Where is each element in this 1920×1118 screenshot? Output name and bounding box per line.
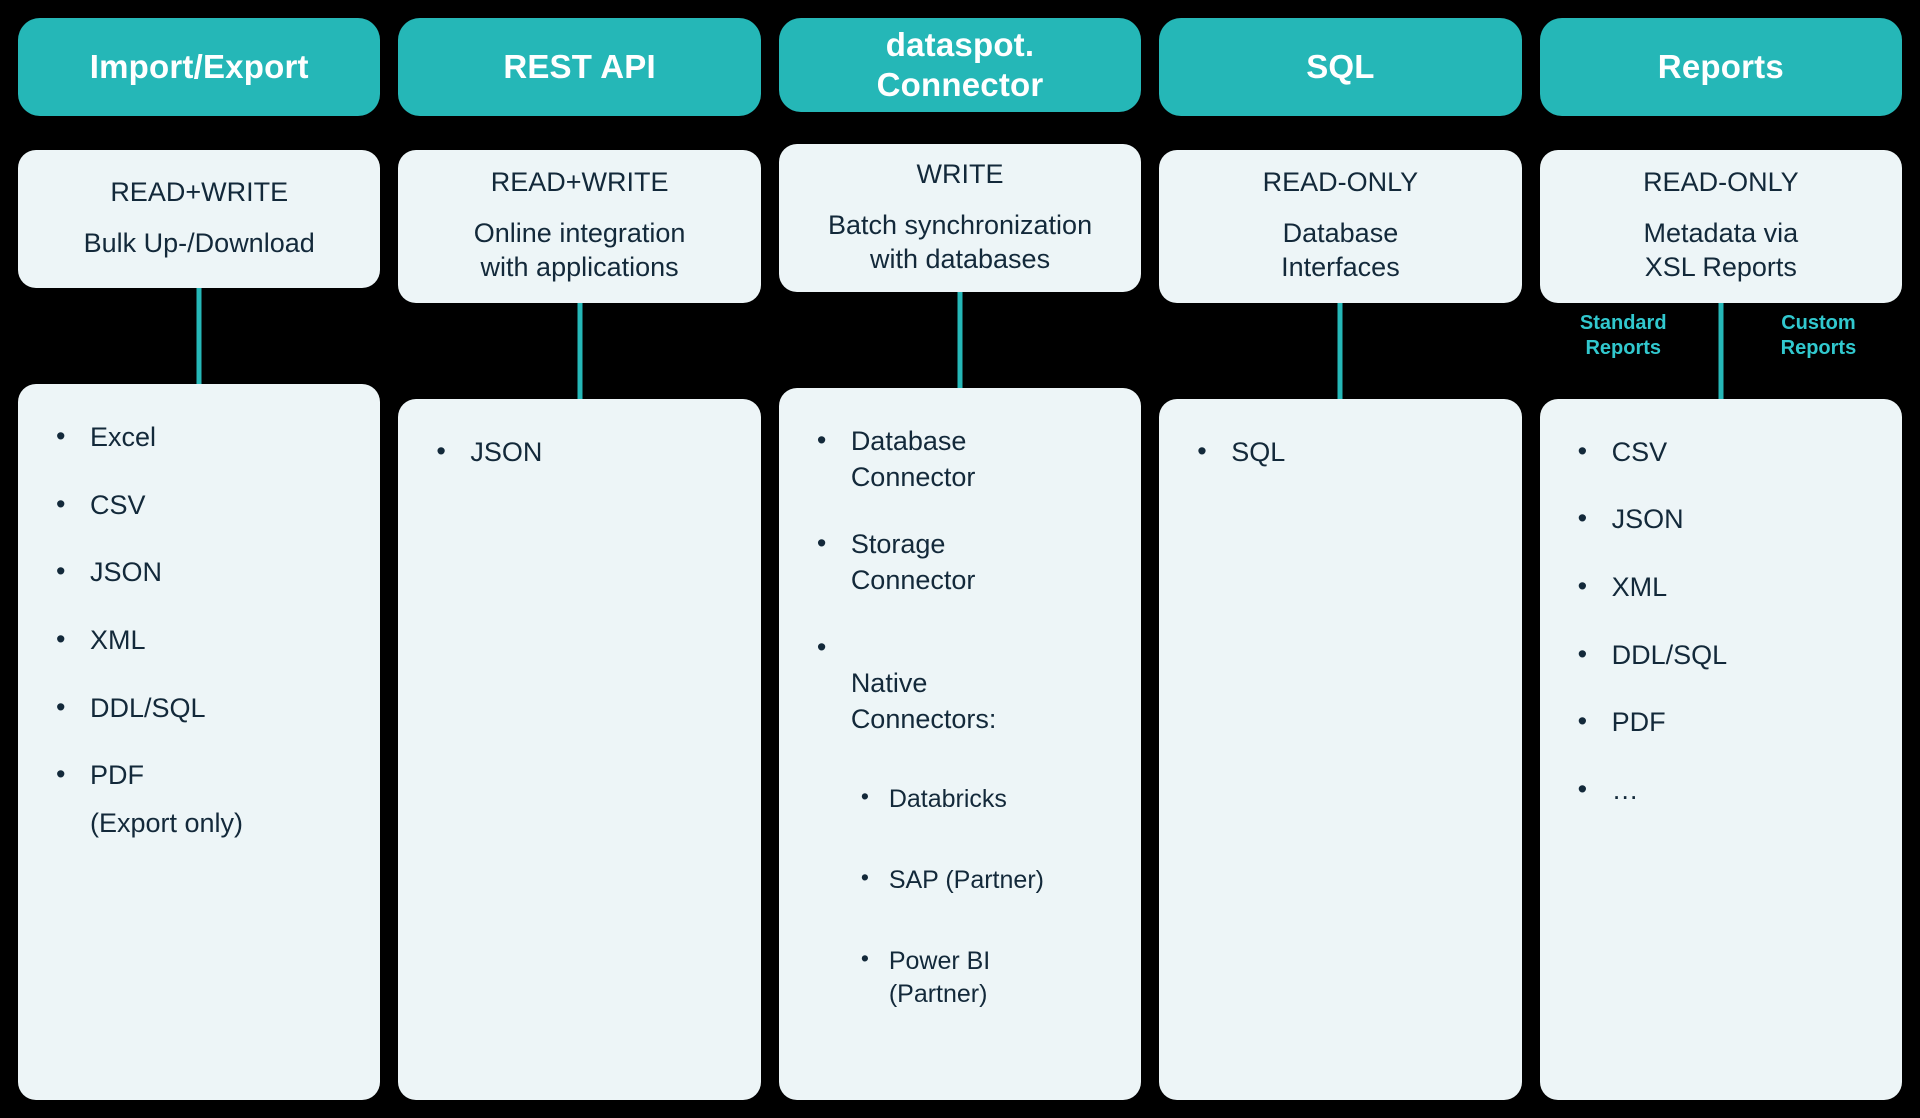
description-card-reports: READ-ONLY Metadata via XSL Reports [1539,150,1903,303]
list-item: Excel [36,419,362,456]
items-card-import-export: Excel CSV JSON XML DDL/SQL PDF (Export o… [18,384,381,1100]
sub-list-item: SAP (Partner) [851,863,1123,897]
connector-line [957,292,963,388]
access-mode-label: READ-ONLY [1262,167,1419,197]
list-item: JSON [1558,501,1884,538]
spacer [18,116,380,150]
list-item-label: Native Connectors: [850,668,997,734]
export-only-note: (Export only) [90,807,244,838]
native-connector-sublist: Databricks SAP (Partner) Power BI (Partn… [851,747,1123,1059]
connector-line [1337,302,1343,399]
connector-sql [1159,302,1521,399]
list-item: PDF [1558,704,1884,741]
connector-line [1718,302,1724,399]
header-card-reports[interactable]: Reports [1539,18,1903,116]
list-item: XML [1558,569,1884,606]
column-reports: Reports READ-ONLY Metadata via XSL Repor… [1539,18,1903,1100]
access-mode-label: READ+WRITE [110,176,289,207]
list-item: CSV [36,487,362,524]
connector-line [196,288,202,384]
list-item: XML [36,622,362,659]
connector-list: Database Connector Storage Connector Nat… [797,423,1123,1095]
header-title: Reports [1657,47,1784,85]
list-item: DDL/SQL [1558,637,1884,674]
description-card-sql: READ-ONLY Database Interfaces [1159,150,1522,303]
sub-list-item: Power BI (Partner) [851,944,1123,1010]
format-list: JSON [416,434,742,471]
description-card-dataspot-connector: WRITE Batch synchronization with databas… [778,144,1142,292]
description-card-import-export: READ+WRITE Bulk Up-/Download [18,150,381,288]
branch-label-custom-reports: Custom Reports [1780,311,1857,359]
connector-reports: Standard Reports Custom Reports [1540,302,1902,399]
description-card-rest-api: READ+WRITE Online integration with appli… [398,150,761,303]
description-text: Batch synchronization with databases [827,209,1093,275]
format-list: CSV JSON XML DDL/SQL PDF … [1558,434,1884,809]
connector-line [577,302,583,399]
header-card-rest-api[interactable]: REST API [398,18,761,116]
list-item: … [1558,772,1884,809]
list-item: SQL [1177,434,1503,471]
items-card-sql: SQL [1159,398,1522,1100]
list-item: Database Connector [797,423,1123,495]
column-import-export: Import/Export READ+WRITE Bulk Up-/Downlo… [18,18,381,1100]
header-title: REST API [503,47,656,85]
connector-dataspot-connector [779,292,1141,388]
list-item: Storage Connector [797,526,1123,598]
list-item: JSON [416,434,742,471]
column-dataspot-connector: dataspot. Connector WRITE Batch synchron… [778,18,1142,1100]
list-item: PDF [36,757,362,794]
spacer [1159,116,1521,150]
list-item: DDL/SQL [36,690,362,727]
connector-rest-api [398,302,760,399]
header-card-import-export[interactable]: Import/Export [18,18,381,116]
access-mode-label: READ+WRITE [490,167,669,197]
spacer [1540,116,1902,150]
description-text: Metadata via XSL Reports [1643,217,1799,283]
list-item: CSV [1558,434,1884,471]
spacer [779,112,1141,144]
list-item: JSON [36,554,362,591]
description-text: Online integration with applications [473,217,686,283]
header-card-sql[interactable]: SQL [1159,18,1522,116]
format-list: SQL [1177,434,1503,471]
description-text: Database Interfaces [1281,217,1400,283]
items-card-reports: CSV JSON XML DDL/SQL PDF … [1539,398,1903,1100]
list-item: Native Connectors: Databricks SAP (Partn… [797,630,1123,1095]
spacer [398,116,760,150]
description-text: Bulk Up-/Download [83,227,315,258]
column-sql: SQL READ-ONLY Database Interfaces SQL [1159,18,1522,1100]
connector-import-export [18,288,380,384]
access-mode-label: READ-ONLY [1643,167,1799,197]
sub-list-item: Databricks [851,782,1123,816]
column-rest-api: REST API READ+WRITE Online integration w… [398,18,761,1100]
header-title: SQL [1306,47,1375,85]
format-list: Excel CSV JSON XML DDL/SQL PDF [36,419,362,794]
header-card-dataspot-connector[interactable]: dataspot. Connector [778,18,1142,112]
access-mode-label: WRITE [916,158,1004,189]
items-card-dataspot-connector: Database Connector Storage Connector Nat… [778,388,1142,1100]
items-card-rest-api: JSON [398,398,761,1100]
header-title: Import/Export [89,47,309,85]
header-title: dataspot. Connector [876,25,1044,103]
branch-label-standard-reports: Standard Reports [1579,311,1667,359]
